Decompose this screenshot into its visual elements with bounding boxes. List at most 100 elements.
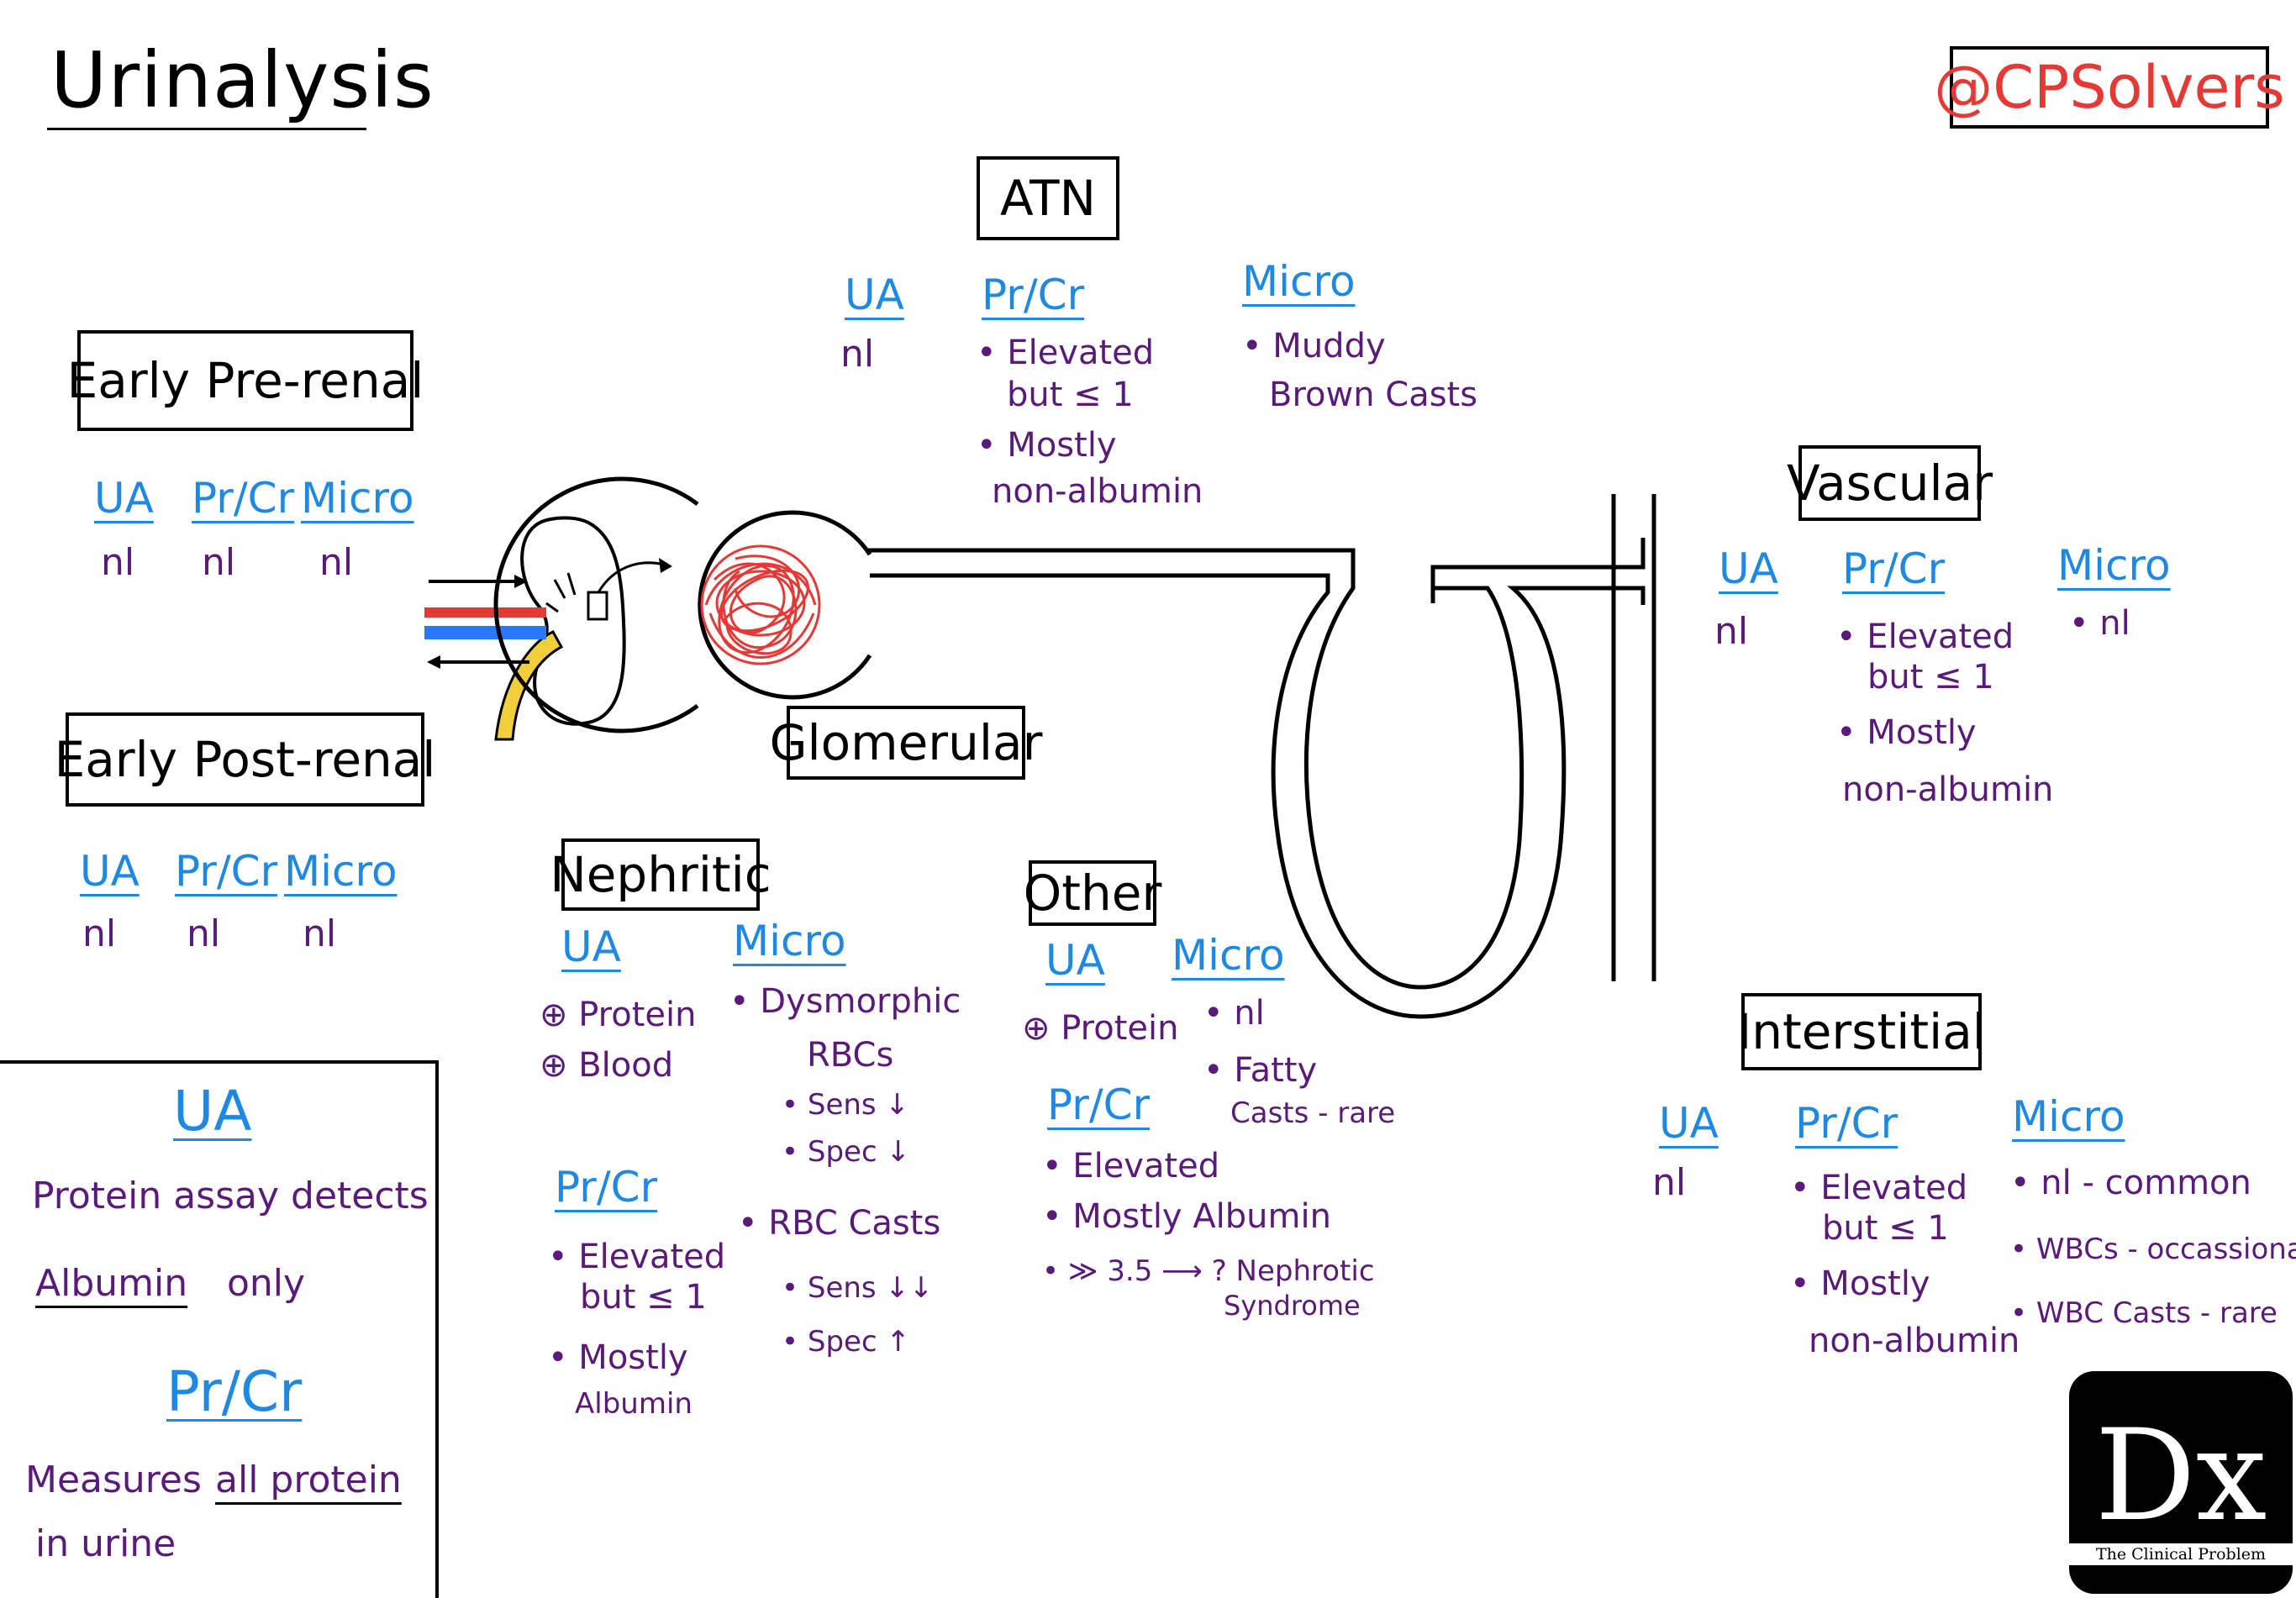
other-micro-line2: • Fatty [1203, 1051, 1318, 1090]
early-prerenal-micro-value: nl [319, 541, 354, 584]
early-prerenal-ua-value: nl [101, 541, 135, 584]
nephritic-micro-line2: RBCs [807, 1036, 894, 1075]
early-postrenal-box: Early Post-renal [55, 712, 435, 807]
interstitial-prcr-header: Pr/Cr [1795, 1099, 1898, 1148]
bowmans-capsule-inner [698, 510, 872, 700]
interstitial-micro-line1: • nl - common [2010, 1164, 2251, 1202]
legend-prcr-line1b: all protein [215, 1459, 402, 1501]
vascular-ua-value: nl [1714, 610, 1749, 653]
vascular-prcr-line3: • Mostly [1836, 713, 1977, 752]
interstitial-box: Interstitial [1737, 993, 1986, 1070]
interstitial-prcr-line3: • Mostly [1790, 1264, 1930, 1303]
nephritic-ua-line2: ⊕ Blood [540, 1046, 674, 1085]
glomerular-title: Glomerular [769, 714, 1043, 771]
legend-ua-header: UA [173, 1079, 252, 1143]
dx-logo-mark: Dx [2094, 1403, 2267, 1549]
nephritic-prcr-line4: Albumin [575, 1387, 692, 1421]
kidney-outline [520, 516, 626, 726]
atn-micro-line1: • Muddy [1242, 327, 1386, 365]
tubule-outer-wall [866, 538, 1646, 990]
inflow-arrow-head [514, 575, 528, 588]
interstitial-micro-header: Micro [2012, 1092, 2125, 1141]
interstitial-prcr-line4: non-albumin [1809, 1322, 2020, 1360]
zoom-arrow-head [659, 558, 672, 573]
cpsolvers-handle: @CPSolvers [1934, 46, 2285, 129]
atn-micro-line2: Brown Casts [1269, 376, 1478, 414]
legend-ua-line1: Protein assay detects [32, 1175, 429, 1217]
legend-ua-line2a: Albumin [35, 1262, 188, 1305]
other-micro-line3: Casts - rare [1230, 1096, 1396, 1130]
nephritic-prcr-line2: but ≤ 1 [580, 1278, 707, 1317]
legend-prcr-line2: in urine [35, 1522, 176, 1565]
renal-artery [424, 607, 546, 618]
vascular-prcr-line2: but ≤ 1 [1867, 658, 1994, 696]
early-prerenal-prcr-value: nl [202, 541, 236, 584]
interstitial-micro-line3: • WBC Casts - rare [2010, 1296, 2278, 1330]
other-prcr-line2: • Mostly Albumin [1042, 1197, 1331, 1236]
early-postrenal-ua-header: UA [80, 847, 140, 896]
other-micro-line1: • nl [1203, 994, 1265, 1033]
early-postrenal-prcr-header: Pr/Cr [175, 847, 278, 896]
renal-vein [424, 626, 546, 639]
early-postrenal-ua-value: nl [82, 912, 117, 955]
vascular-micro-header: Micro [2057, 541, 2171, 590]
interstitial-prcr-line1: • Elevated [1790, 1169, 1968, 1207]
other-ua-line1: ⊕ Protein [1022, 1009, 1179, 1048]
atn-micro-header: Micro [1242, 257, 1356, 306]
interstitial-micro-line2: • WBCs - occassional [2010, 1233, 2296, 1266]
title-underline [47, 128, 366, 130]
legend-ua-line2b: only [227, 1262, 306, 1305]
early-prerenal-prcr-header: Pr/Cr [192, 474, 295, 523]
vascular-box: Vascular [1787, 445, 1993, 521]
zoom-arrow [597, 561, 665, 593]
nephritic-ua-header: UA [561, 923, 621, 971]
atn-prcr-line1: • Elevated [977, 334, 1155, 372]
nephritic-micro-line6: • Sens ↓↓ [782, 1271, 934, 1305]
other-prcr-line3: • ≫ 3.5 ⟶ ? Nephrotic [1042, 1254, 1375, 1288]
early-postrenal-prcr-value: nl [187, 912, 221, 955]
nephritic-micro-line4: • Spec ↓ [782, 1135, 910, 1169]
glomerulus-tuft [700, 544, 821, 665]
other-prcr-header: Pr/Cr [1047, 1080, 1151, 1129]
atn-title: ATN [1000, 170, 1096, 227]
atn-prcr-header: Pr/Cr [982, 271, 1085, 319]
nephritic-box: Nephritic [550, 838, 771, 911]
early-prerenal-title: Early Pre-renal [66, 352, 424, 409]
outflow-arrow-head [427, 655, 440, 669]
early-prerenal-box: Early Pre-renal [67, 330, 424, 431]
dx-logo: Dx The Clinical Problem Solvers [2069, 1371, 2293, 1594]
vascular-micro-line1: • nl [2069, 604, 2130, 643]
bowmans-capsule-outer [493, 476, 699, 733]
other-title: Other [1023, 865, 1162, 922]
ureter [494, 630, 564, 741]
nephritic-title: Nephritic [550, 846, 771, 903]
legend-panel [0, 1060, 439, 1598]
nephritic-micro-line3: • Sens ↓ [782, 1088, 909, 1122]
nephron-marker [587, 591, 608, 621]
interstitial-prcr-line2: but ≤ 1 [1822, 1209, 1949, 1248]
page-title: Urinalysis [50, 35, 434, 125]
glomerular-box: Glomerular [770, 706, 1042, 780]
early-prerenal-ua-header: UA [94, 474, 154, 523]
vascular-title: Vascular [1786, 455, 1993, 512]
legend-prcr-line1a: Measures [25, 1459, 202, 1501]
other-ua-header: UA [1045, 936, 1105, 985]
vascular-prcr-line4: non-albumin [1842, 770, 2054, 809]
other-prcr-line1: • Elevated [1042, 1147, 1220, 1185]
interstitial-ua-header: UA [1659, 1099, 1719, 1148]
nephritic-micro-header: Micro [733, 917, 846, 965]
atn-prcr-line4: non-albumin [992, 472, 1203, 511]
vascular-prcr-header: Pr/Cr [1842, 544, 1946, 593]
nephritic-prcr-header: Pr/Cr [555, 1163, 658, 1212]
nephritic-ua-line1: ⊕ Protein [540, 996, 697, 1034]
vascular-prcr-line1: • Elevated [1836, 618, 2014, 656]
nephritic-micro-line1: • Dysmorphic [729, 982, 961, 1021]
cpsolvers-handle-text: @CPSolvers [1934, 53, 2285, 122]
dx-logo-caption: The Clinical Problem Solvers [2069, 1543, 2293, 1585]
atn-ua-value: nl [840, 333, 875, 376]
atn-box: ATN [977, 156, 1119, 240]
other-micro-header: Micro [1172, 931, 1285, 980]
other-box: Other [1024, 860, 1161, 926]
early-postrenal-micro-header: Micro [284, 847, 398, 896]
